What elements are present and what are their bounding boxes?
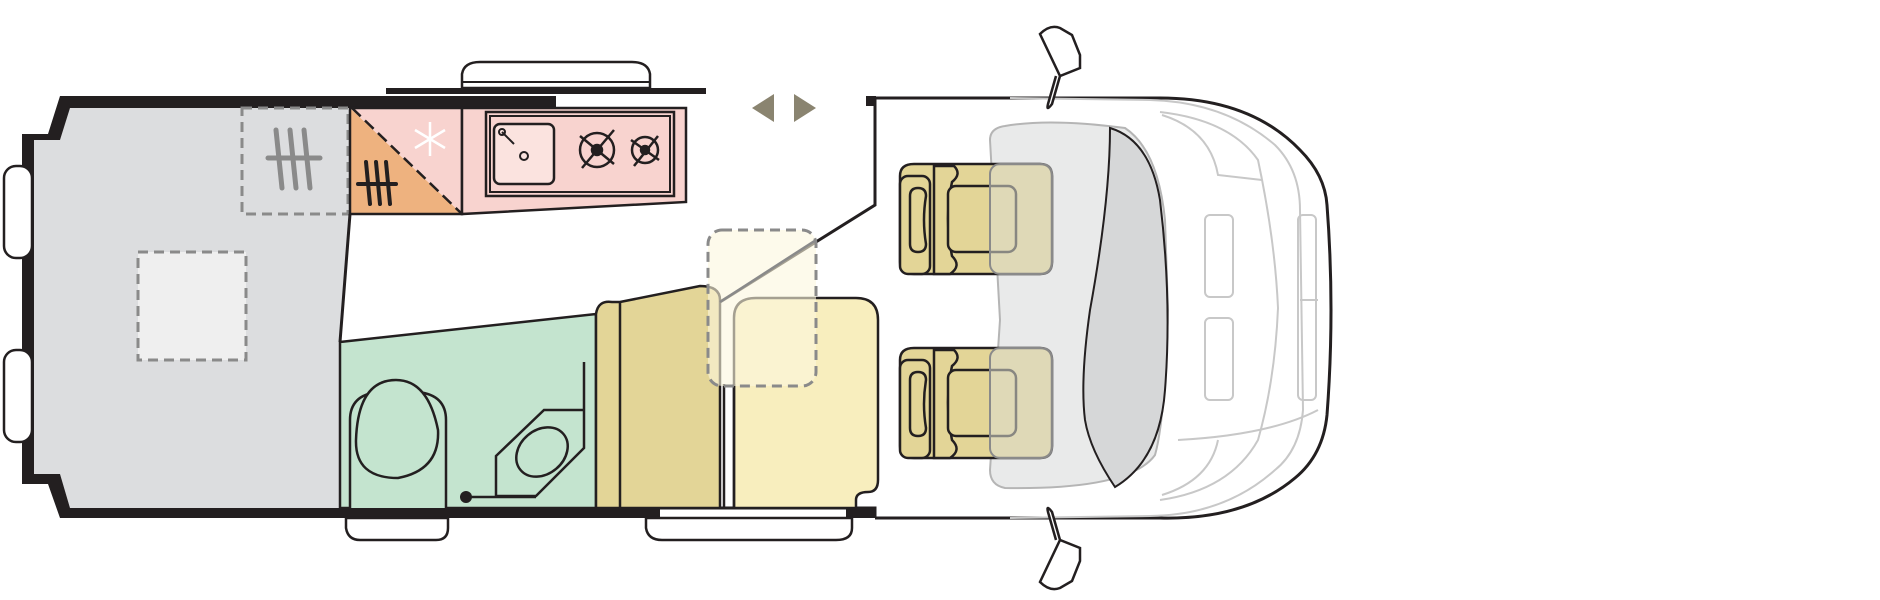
seat-headrest bbox=[908, 186, 928, 254]
wall-stub bbox=[866, 96, 876, 106]
fridge-divider bbox=[351, 107, 463, 215]
fridge-snowflake-icon bbox=[414, 122, 446, 156]
rear-window-top bbox=[2, 164, 34, 260]
rear-door-window-icon bbox=[344, 516, 450, 542]
sink-tap-head bbox=[498, 128, 506, 136]
dash-right-panel bbox=[1297, 214, 1317, 401]
seat-headrest bbox=[908, 370, 928, 438]
side-wall-top bbox=[386, 88, 706, 94]
hob-sink-frame bbox=[484, 110, 676, 198]
wall-stub-bottom bbox=[846, 508, 876, 518]
rear-window-bottom bbox=[2, 348, 34, 444]
cab-body-contour bbox=[1009, 97, 1305, 519]
shower-drain bbox=[515, 426, 569, 478]
table-pole bbox=[719, 238, 817, 304]
toilet-seat bbox=[354, 378, 440, 480]
cab-floor-inner bbox=[1082, 126, 1169, 489]
mirror-bottom-icon bbox=[1038, 506, 1082, 591]
cupholder-top bbox=[1204, 214, 1234, 298]
kitchen-window-icon bbox=[460, 60, 652, 90]
heater-icon bbox=[265, 127, 323, 191]
fridge-heater-icon bbox=[356, 160, 398, 206]
cab-seat-passenger bbox=[898, 346, 1054, 460]
hob-burner-icon bbox=[578, 129, 616, 169]
cupholder-bottom bbox=[1204, 317, 1234, 401]
seat-overlay bbox=[989, 163, 1053, 275]
bed-details bbox=[136, 106, 350, 362]
seat-overlay bbox=[989, 347, 1053, 459]
dinette bbox=[594, 228, 880, 542]
roof-hatch-icon bbox=[136, 250, 248, 362]
cab-seat-driver bbox=[898, 162, 1054, 276]
kitchen bbox=[348, 60, 688, 216]
dinette-bench bbox=[594, 284, 722, 510]
hob-sink-inner bbox=[489, 115, 671, 193]
side-door-window-icon bbox=[644, 516, 854, 542]
dash-left-vent bbox=[1161, 114, 1263, 181]
hob-burner-small-icon bbox=[630, 135, 660, 167]
vehicle-cab bbox=[875, 25, 1333, 591]
slide-arrows-icon bbox=[752, 94, 816, 122]
bathroom bbox=[338, 312, 598, 542]
dinette-gap bbox=[722, 384, 736, 508]
mirror-top-icon bbox=[1038, 25, 1082, 110]
sink-drain bbox=[519, 151, 529, 161]
wardrobe-dashed bbox=[240, 106, 350, 216]
kitchen-side-wall bbox=[338, 213, 352, 343]
dash-right-vent bbox=[1161, 439, 1219, 496]
cab-outline bbox=[875, 96, 1333, 520]
dashboard-contour bbox=[1159, 111, 1280, 501]
table-dashed bbox=[706, 228, 818, 388]
